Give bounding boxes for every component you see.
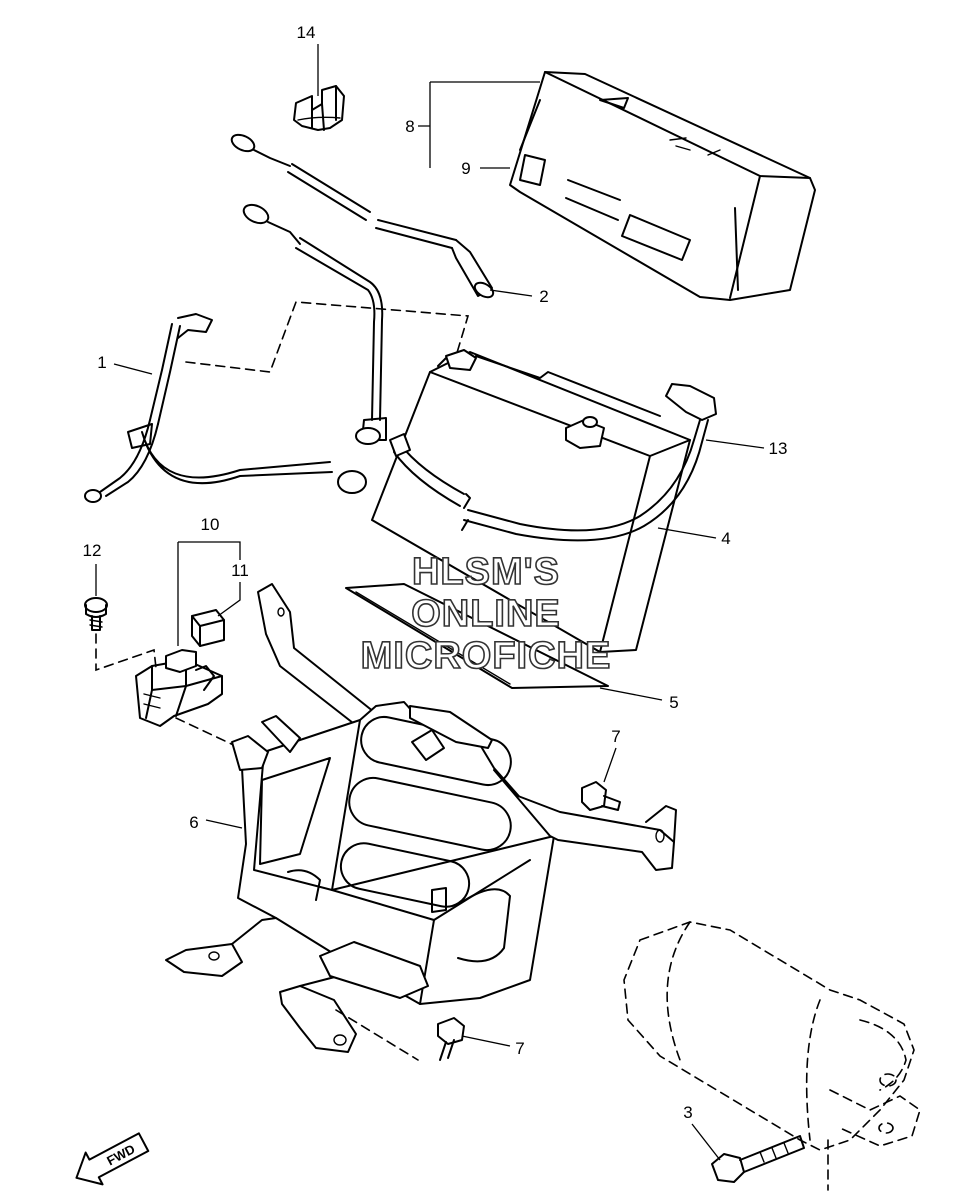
callout-2: 2 — [539, 287, 548, 306]
part-7-bolt-lower — [437, 1017, 465, 1061]
part-10-starter-relay — [135, 649, 223, 727]
watermark: HLSM'S ONLINE MICROFICHE — [360, 550, 612, 678]
callout-12: 12 — [83, 541, 102, 560]
part-12-screw — [84, 597, 108, 631]
alignment-line-4 — [335, 1009, 419, 1061]
callout-7-lower: 7 — [515, 1039, 524, 1058]
part-13-negative-cable — [389, 383, 717, 542]
part-3-starter-bolt — [711, 1135, 805, 1183]
part-11-fuse — [191, 609, 225, 647]
callout-4: 4 — [721, 529, 730, 548]
alignment-line-3 — [175, 717, 241, 749]
part-8-battery-cover — [509, 71, 816, 301]
part-2-battery-cable — [230, 133, 495, 299]
callout-labels: 14 8 9 2 1 13 4 10 11 12 5 7 6 7 3 — [83, 23, 788, 1122]
callout-3: 3 — [683, 1103, 692, 1122]
alignment-line-2 — [95, 633, 157, 672]
part-7-bolt-upper — [581, 781, 621, 811]
callout-11: 11 — [231, 561, 249, 580]
callout-leaders — [95, 44, 765, 1161]
callout-7-upper: 7 — [611, 727, 620, 746]
part-6-battery-box — [165, 583, 677, 1053]
callout-5: 5 — [669, 693, 678, 712]
callout-13: 13 — [769, 439, 788, 458]
part-4-battery — [371, 349, 691, 653]
callout-1: 1 — [97, 353, 106, 372]
fwd-arrow-icon: FWD — [75, 1132, 150, 1186]
watermark-line-2: ONLINE — [411, 593, 561, 635]
callout-6: 6 — [189, 813, 198, 832]
starter-motor-reference — [623, 921, 921, 1191]
part-14-cable-clamp — [293, 85, 345, 131]
alignment-line-1 — [185, 301, 470, 373]
callout-9: 9 — [461, 159, 470, 178]
battery-cable-lower — [242, 203, 387, 445]
callout-14: 14 — [297, 23, 316, 42]
watermark-line-3: MICROFICHE — [361, 635, 612, 677]
callout-8: 8 — [405, 117, 414, 136]
callout-10: 10 — [201, 515, 220, 534]
watermark-line-1: HLSM'S — [412, 551, 560, 593]
part-1-lead-wire — [84, 313, 367, 503]
part-5-battery-pad — [345, 583, 609, 689]
